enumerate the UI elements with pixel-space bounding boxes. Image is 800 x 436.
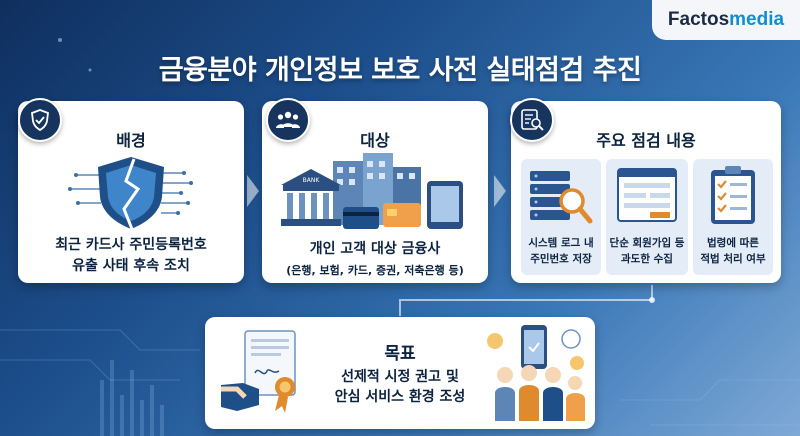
background-text-line1: 최근 카드사 주민등록번호 [55,237,207,253]
goal-card: 목표 선제적 시정 권고 및 안심 서비스 환경 조성 [205,317,595,429]
inspection-item-2-text: 단순 회원가입 등 과도한 수집 [606,235,688,267]
inspection-item-1-line2: 주민번호 저장 [530,253,592,265]
goal-card-title: 목표 [384,344,416,364]
brand-logo-part2: media [729,9,785,30]
inspection-item-2-line2: 과도한 수집 [621,253,673,265]
inspection-item-3-line1: 법령에 따른 [707,237,759,249]
inspection-item-2: 단순 회원가입 등 과도한 수집 [606,159,688,275]
page-title: 금융분야 개인정보 보호 사전 실태점검 추진 [158,55,642,86]
server-search-icon [530,171,593,224]
target-text-line1: 개인 고객 대상 금융사 [309,241,441,257]
signup-form-icon [617,168,677,222]
target-text-line2: (은행, 보험, 카드, 증권, 저축은행 등) [286,264,464,277]
flow-arrow-2 [494,175,506,207]
background-text-line2: 유출 사태 후속 조치 [72,258,190,274]
people-group-icon [266,98,310,142]
clipboard-check-icon [711,166,755,224]
shield-check-icon [18,98,62,142]
target-card: 대상 BANK 개인 고객 대상 금융사 (은행, 보험, 카드, 증권, 저축… [262,101,488,283]
inspection-item-3: 법령에 따른 적법 처리 여부 [693,159,773,275]
inspection-item-3-line2: 적법 처리 여부 [700,253,766,265]
goal-text-line2: 안심 서비스 환경 조성 [334,389,466,405]
goal-card-text: 선제적 시정 권고 및 안심 서비스 환경 조성 [205,367,595,407]
inspection-item-1-text: 시스템 로그 내 주민번호 저장 [521,235,601,267]
inspection-card: 주요 점검 내용 시스템 로그 내 주민번호 저장 단순 회원가입 등 과도한 … [511,101,781,283]
background-card-text: 최근 카드사 주민등록번호 유출 사태 후속 조치 [18,235,244,277]
happy-users-icon [487,325,585,421]
inspection-item-1: 시스템 로그 내 주민번호 저장 [521,159,601,275]
broken-shield-icon [68,157,193,230]
inspection-item-3-text: 법령에 따른 적법 처리 여부 [693,235,773,267]
target-card-text: 개인 고객 대상 금융사 (은행, 보험, 카드, 증권, 저축은행 등) [262,239,488,281]
goal-text-line1: 선제적 시정 권고 및 [341,369,459,385]
flow-arrow-1 [247,175,259,207]
brand-logo-part1: Factos [667,9,730,30]
target-card-title: 대상 [360,131,390,150]
inspection-item-2-line1: 단순 회원가입 등 [609,237,685,249]
inspection-card-title: 주요 점검 내용 [596,131,696,150]
bank-sign-text: BANK [303,177,321,184]
certificate-icon [221,330,296,413]
inspection-item-1-line1: 시스템 로그 내 [528,237,594,249]
checklist-search-icon [510,98,554,142]
background-card-title: 배경 [116,131,146,150]
bank-buildings-icon: BANK [281,153,463,229]
